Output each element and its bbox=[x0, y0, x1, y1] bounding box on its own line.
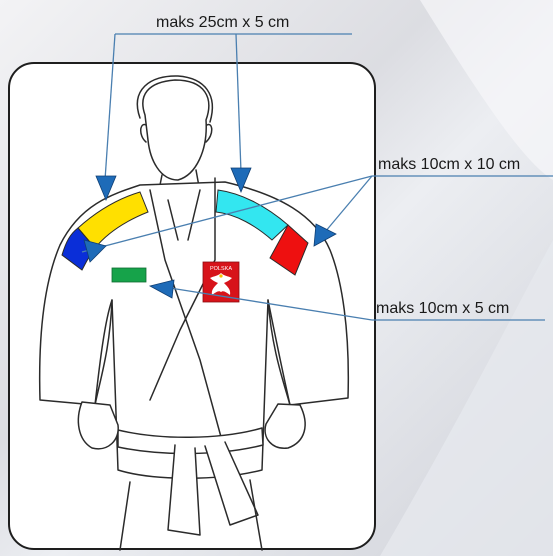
chest-patch-label: maks 10cm x 5 cm bbox=[376, 300, 509, 318]
sleeve-patch-label: maks 10cm x 10 cm bbox=[378, 156, 520, 174]
chest-green-patch bbox=[112, 268, 146, 282]
head bbox=[143, 80, 209, 180]
left-hand bbox=[78, 402, 118, 449]
judoka-figure bbox=[40, 76, 349, 550]
emblem-country-text: POLSKA bbox=[210, 266, 232, 272]
right-hand bbox=[265, 404, 305, 448]
back-patch-bracket bbox=[105, 34, 352, 180]
back-patch-label: maks 25cm x 5 cm bbox=[156, 14, 289, 32]
